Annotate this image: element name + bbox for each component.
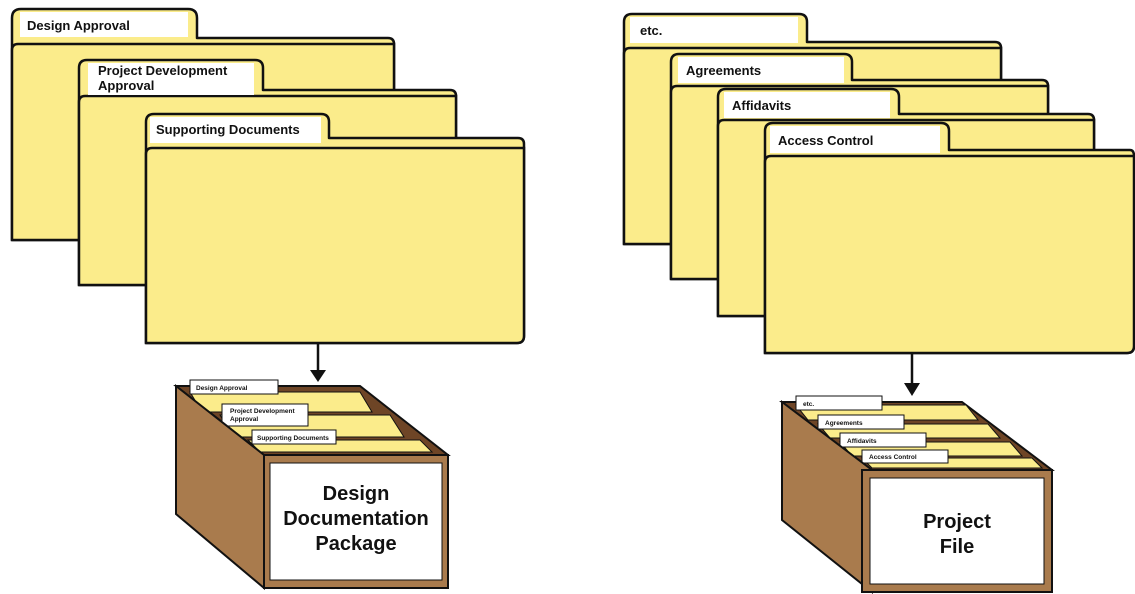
left-arrow [310,343,326,382]
box-tab-label-line1: Project Development [230,408,295,415]
box-title-line2: Documentation [283,508,429,530]
box-tab-label: Design Approval [196,385,248,392]
folder-front [763,154,1135,355]
box-tab-label: Affidavits [847,438,877,445]
folder-access-control: Access Control [763,121,1135,355]
box-tab-label: Access Control [869,454,917,461]
folder-tab-label-line2: Approval [98,78,154,93]
box-title-line1: Project [923,511,991,533]
box-title-line1: Design [323,483,390,505]
right-arrow [904,353,920,396]
box-tab-label-line2: Approval [230,416,258,423]
box-label-panel [869,477,1045,585]
folder-tab-label: etc. [640,23,662,38]
box-mini-folders: etc. Agreements Affidavits Access Contro… [794,395,1044,469]
box-title-line2: File [940,536,974,558]
folder-front [144,146,526,345]
folder-tab-label-bg [20,12,188,37]
box-label-panel [269,462,443,581]
box-tab-label: Agreements [825,420,863,427]
left-file-box: Design Approval Project Development Appr… [173,379,451,591]
folder-tab-label-bg [770,126,940,153]
box-mini-folders: Design Approval Project Development Appr… [189,379,434,453]
box-title-line3: Package [315,533,396,555]
folder-tab-label-bg [630,17,798,43]
folder-tab-label-bg [88,63,254,95]
folder-tab-label-line1: Project Development [98,63,228,78]
folder-tab-label: Affidavits [732,98,791,113]
right-folder-stack: etc. Agreements Affidavits Access Contro… [622,12,1135,355]
folder-tab-label-bg [678,57,844,83]
folder-tab-label: Agreements [686,63,761,78]
folder-tab-label: Supporting Documents [156,122,300,137]
right-file-box: etc. Agreements Affidavits Access Contro… [779,395,1055,594]
folder-tab-label-bg [724,92,890,118]
box-tab-label: Supporting Documents [257,435,329,442]
folder-tab-label: Access Control [778,133,873,148]
left-folder-stack: Design Approval Project Development Appr… [10,7,526,345]
folder-supporting-documents: Supporting Documents [144,112,526,345]
folder-tab-label: Design Approval [27,18,130,33]
box-tab-label: etc. [803,401,814,408]
folder-tab-label-bg [150,117,321,143]
